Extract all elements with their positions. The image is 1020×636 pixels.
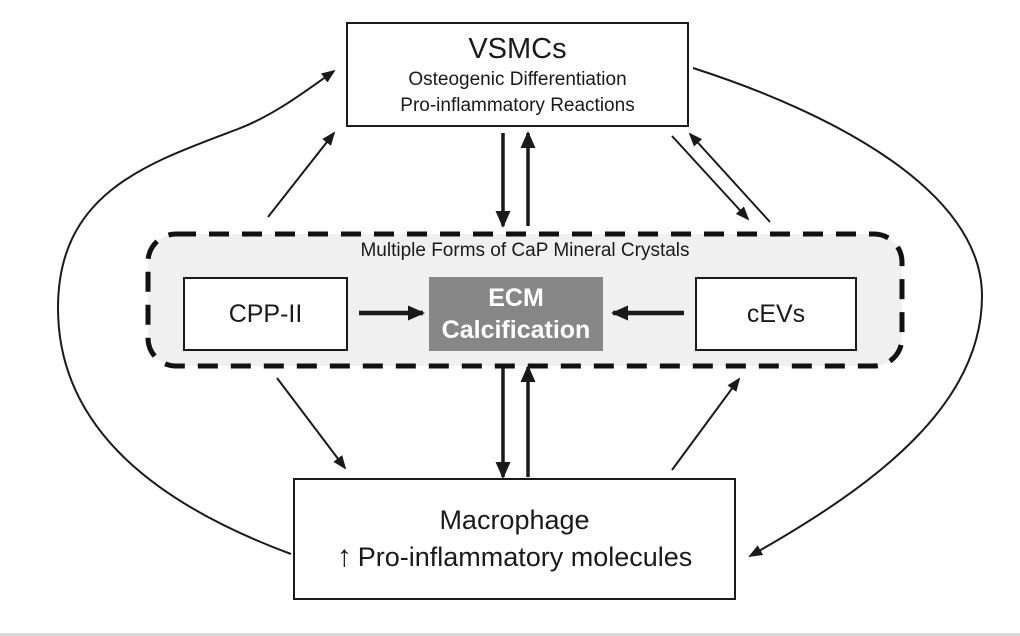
image-bottom-edge [0,633,1020,636]
cevs-label: cEVs [746,299,806,328]
curve-macrophage-to-vsmcs-left [56,69,336,555]
node-vsmcs: VSMCs Osteogenic Differentiation Pro-inf… [346,22,689,127]
arrow-crystals-to-vsmcs-right [688,132,771,223]
arrow-vsmcs-to-crystals-right [671,135,750,221]
cpp2-label: CPP-II [228,299,303,328]
node-macrophage: Macrophage ↑ Pro-inflammatory molecules [293,478,736,600]
curve-vsmcs-to-macrophage-right [692,67,984,557]
ecm-line2: Calcification [441,316,591,344]
macrophage-title: Macrophage [439,505,590,535]
vsmcs-line1: Osteogenic Differentiation [408,68,627,90]
macrophage-subtitle-row: ↑ Pro-inflammatory molecules [337,540,693,574]
arrow-macrophage-to-crystals-right [671,377,741,471]
node-cevs: cEVs [695,277,857,351]
crystals-label: Multiple Forms of CaP Mineral Crystals [360,240,690,261]
vsmcs-title: VSMCs [468,32,567,65]
ecm-line1: ECM [488,284,544,312]
arrow-crystals-to-macrophage-left [276,377,347,470]
macrophage-subtitle: Pro-inflammatory molecules [357,542,693,572]
node-cpp2: CPP-II [183,277,348,351]
vsmcs-line2: Pro-inflammatory Reactions [400,94,635,116]
up-arrow-icon: ↑ [336,540,352,573]
arrow-crystals-to-vsmcs-left [267,131,336,218]
node-ecm-calcification: ECM Calcification [429,277,603,351]
